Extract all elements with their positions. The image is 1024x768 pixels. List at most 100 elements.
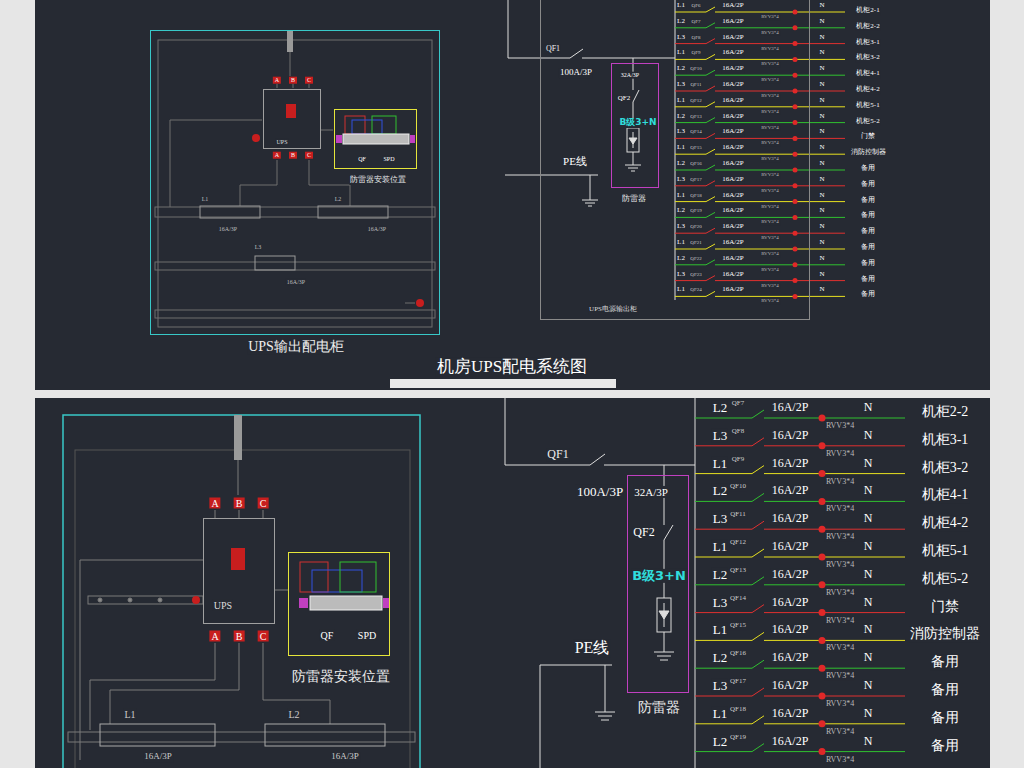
feeder-wiring: [505, 0, 695, 768]
feeder-wiring: [629, 138, 637, 144]
cable-spec: RVV3*4: [825, 644, 855, 653]
circuit-destination: 备用: [930, 738, 960, 753]
surge-protector-box: 32A/3PQF2B级3+N防雷器: [627, 475, 689, 693]
neutral-label: N: [818, 2, 825, 10]
phase-wire: [764, 584, 905, 585]
breaker-id: QF18: [689, 193, 702, 199]
neutral-label: N: [818, 271, 825, 279]
cable-marker: [793, 262, 798, 267]
cable-marker: [819, 554, 826, 561]
feeder-wiring: [505, 398, 590, 465]
breaker-symbol: [752, 410, 764, 418]
feeder-wiring: [582, 200, 598, 201]
cable-marker: [793, 215, 798, 220]
breaker-rating: 16A/2P: [771, 429, 810, 442]
cabinet-internals: [88, 596, 203, 604]
circuit-destination: 机柜5-1: [855, 102, 880, 110]
cabinet-internals: [293, 84, 294, 88]
breaker-id: QF10: [729, 484, 747, 492]
circuit-destination: 机柜5-2: [855, 118, 880, 126]
breaker-id: QF12: [729, 539, 747, 547]
breaker-rating: 16A/2P: [721, 208, 744, 216]
neutral-label: N: [863, 735, 874, 748]
circuit-destination: 机柜5-1: [921, 543, 970, 558]
phase-terminal: A: [209, 631, 220, 642]
cabinet-internals: [263, 510, 264, 518]
spd-module-drawing: [352, 120, 382, 134]
phase-wire: [715, 201, 845, 202]
breaker-rating: 16A/2P: [721, 97, 744, 105]
cable-spec: RVV3*4: [760, 156, 780, 162]
spd-text: QF2: [617, 95, 631, 103]
breaker-symbol: [752, 744, 764, 752]
breaker-symbol: [706, 276, 715, 281]
breaker-rating: 16A/2P: [721, 192, 744, 200]
breaker-id: QF14: [689, 130, 702, 136]
cabinet-internals: [90, 643, 215, 730]
cable-marker: [793, 183, 798, 188]
cable-marker: [793, 278, 798, 283]
breaker-id: QF22: [689, 256, 702, 262]
neutral-label: N: [818, 144, 825, 152]
circuit-destination: 机柜2-1: [855, 7, 880, 15]
cable-marker: [819, 637, 826, 644]
neutral-label: N: [818, 34, 825, 42]
neutral-label: N: [863, 401, 874, 414]
neutral-label: N: [818, 239, 825, 247]
cabinet-internals: [98, 598, 102, 602]
cable-marker: [793, 73, 798, 78]
cable-spec: RVV3*4: [760, 220, 780, 226]
phase-wire: [764, 557, 905, 558]
phase-wire: [715, 91, 845, 92]
ups-unit: UPS: [203, 518, 275, 624]
label: QF1: [546, 448, 569, 461]
breaker-symbol: [706, 212, 715, 217]
breaker-symbol: [752, 716, 764, 724]
circuit-destination: 机柜4-1: [855, 70, 880, 78]
spd-module-drawing: [299, 598, 308, 608]
phase-label: L2: [676, 208, 686, 216]
breaker-symbol: [752, 577, 764, 585]
phase-label: L3: [676, 223, 686, 231]
phase-wire: [715, 280, 845, 281]
cable-marker: [793, 199, 798, 204]
feeder-wiring: [695, 398, 696, 768]
ups-label: UPS: [275, 139, 288, 146]
cable-marker: [793, 25, 798, 30]
breaker-symbol: [706, 228, 715, 233]
cable-marker: [793, 152, 798, 157]
breaker-symbol: [752, 632, 764, 640]
phase-wire: [695, 418, 752, 419]
circuit-destination: 机柜3-2: [921, 460, 970, 475]
cable-spec: RVV3*4: [760, 30, 780, 36]
circuit-destination: 备用: [930, 682, 960, 697]
breaker-rating: 16A/2P: [721, 255, 744, 263]
phase-wire: [695, 668, 752, 669]
neutral-label: N: [818, 192, 825, 200]
feeder-wiring: [605, 665, 606, 712]
cabinet-internals: [158, 598, 162, 602]
cable-marker: [819, 665, 826, 672]
cable-spec: RVV3*4: [825, 588, 855, 597]
breaker-id: QF24: [689, 288, 702, 294]
breaker-symbol: [706, 102, 715, 107]
breaker-rating: 16A/2P: [721, 34, 744, 42]
phase-wire: [695, 640, 752, 641]
breaker-id: QF8: [691, 35, 702, 41]
breaker-id: QF15: [729, 623, 747, 631]
neutral-label: N: [818, 18, 825, 26]
feeder-wiring: [633, 152, 634, 165]
cable-spec: RVV3*4: [825, 477, 855, 486]
feeder-wiring: [659, 611, 669, 619]
phase-label: L2: [676, 160, 686, 168]
phase-label: L2: [676, 18, 686, 26]
neutral-label: N: [818, 223, 825, 231]
label: QF1: [545, 45, 561, 54]
feeder-wiring: [627, 128, 639, 152]
phase-label: L1: [712, 623, 728, 637]
phase-wire: [764, 529, 905, 530]
label: 16A/3P: [367, 226, 387, 233]
cable-marker: [819, 748, 826, 755]
cable-spec: RVV3*4: [825, 616, 855, 625]
circuit-destination: 备用: [860, 276, 876, 284]
